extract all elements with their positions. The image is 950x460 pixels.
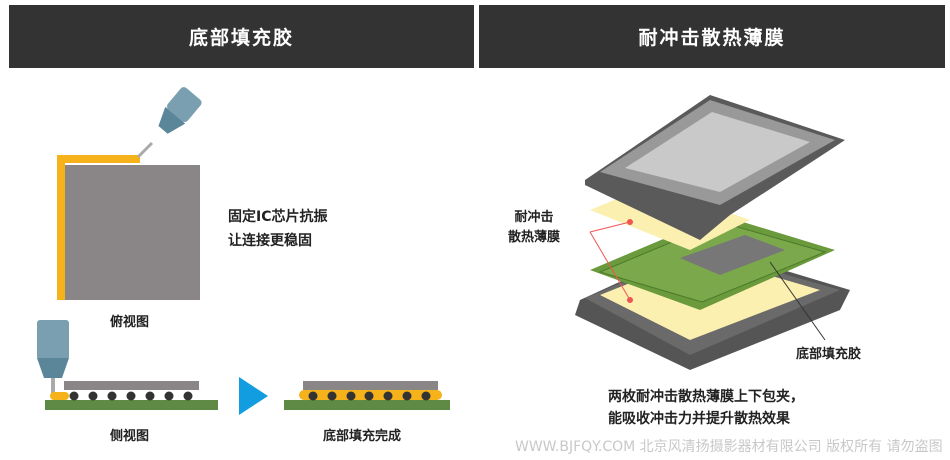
caption-line: 让连接更稳固	[228, 233, 312, 249]
film-label-line: 耐冲击	[514, 210, 554, 225]
dispenser-nozzle-icon	[158, 87, 202, 134]
underfill-caption: 固定IC芯片抗振 让连接更稳固	[228, 205, 327, 253]
underfill-label: 底部填充胶	[796, 347, 862, 362]
complete-label: 底部填充完成	[323, 429, 402, 444]
film-label-line: 散热薄膜	[508, 230, 561, 245]
top-view-diagram	[57, 87, 202, 300]
side-view-diagram	[37, 320, 218, 410]
sd-card-exploded-diagram	[575, 95, 850, 370]
watermark: WWW.BJFQY.COM 北京风清扬摄影器材有限公司 版权所有 请勿盗图	[515, 439, 943, 455]
caption-line: 能吸收冲击力并提升散热效果	[608, 411, 790, 427]
film-label: 耐冲击 散热薄膜	[508, 208, 560, 248]
caption-line: 两枚耐冲击散热薄膜上下包夹，	[608, 389, 804, 405]
header-film: 耐冲击散热薄膜	[479, 5, 945, 68]
header-underfill: 底部填充胶	[9, 5, 474, 68]
caption-line: 固定IC芯片抗振	[228, 209, 328, 225]
top-view-label: 俯视图	[110, 315, 150, 330]
completed-underfill-diagram	[284, 381, 450, 410]
side-view-label: 侧视图	[110, 429, 150, 444]
arrow-right-icon	[239, 377, 268, 415]
film-caption: 两枚耐冲击散热薄膜上下包夹， 能吸收冲击力并提升散热效果	[608, 386, 804, 430]
